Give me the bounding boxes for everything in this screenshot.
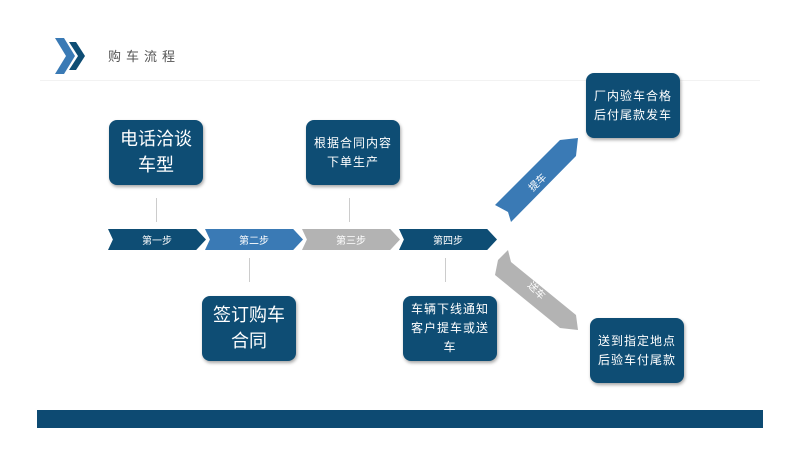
- step-2: 第二步: [205, 229, 303, 250]
- step-3: 第三步: [302, 229, 400, 250]
- step-4: 第四步: [399, 229, 497, 250]
- footer-bar: [37, 410, 763, 428]
- step1-box: 电话洽谈车型: [109, 120, 203, 185]
- divider: [40, 80, 760, 81]
- connector: [156, 198, 157, 222]
- delivery-result-box: 送到指定地点后验车付尾款: [590, 318, 684, 383]
- connector: [445, 258, 446, 282]
- pickup-arrow: [495, 138, 578, 222]
- connector: [249, 258, 250, 282]
- step2-box: 签订购车合同: [202, 296, 296, 361]
- step4-box: 车辆下线通知客户提车或送车: [403, 296, 497, 361]
- connector: [349, 198, 350, 222]
- delivery-arrow: [495, 250, 578, 330]
- branch-arrows: 提车 送车: [495, 138, 578, 330]
- step3-box: 根据合同内容下单生产: [306, 120, 400, 185]
- step-1: 第一步: [108, 229, 206, 250]
- pickup-result-box: 厂内验车合格后付尾款发车: [586, 73, 680, 138]
- page-title: 购车流程: [108, 50, 181, 65]
- double-chevron-icon: [55, 38, 85, 74]
